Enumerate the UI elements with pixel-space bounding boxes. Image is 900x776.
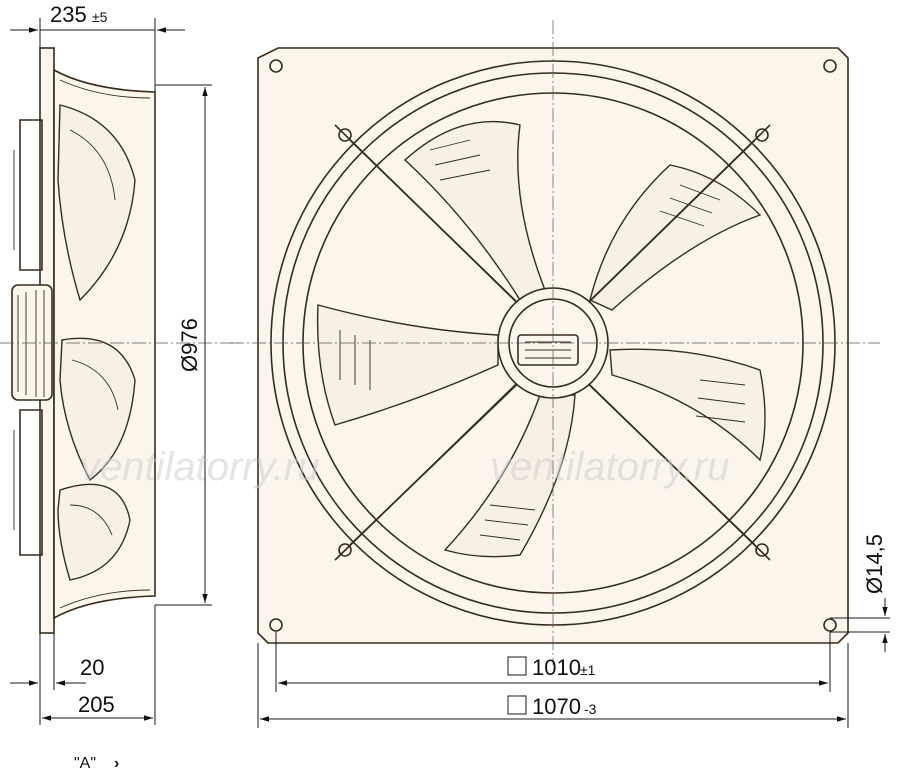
plate-size-value: 1070 — [532, 694, 581, 719]
flange-offset-value: 20 — [80, 655, 104, 680]
view-label: "A" — [74, 755, 96, 772]
dim-depth-total — [10, 18, 185, 92]
side-blade-1 — [57, 104, 136, 302]
hole-spacing-value: 1010 — [532, 655, 581, 680]
side-motor — [11, 284, 53, 401]
side-bracket-upper — [19, 119, 43, 271]
impeller-blades — [316, 120, 766, 558]
diameter-value: Ø976 — [177, 318, 202, 372]
blade-3 — [609, 348, 766, 462]
side-bracket-lower — [19, 409, 43, 556]
watermark-left: ventilatorry.ru — [80, 445, 319, 489]
hole-spacing-tolerance: ±1 — [580, 662, 596, 678]
front-view — [230, 20, 880, 665]
view-arrow: › — [114, 755, 119, 772]
depth-total-value: 235 — [50, 2, 87, 27]
dim-bottom-side — [10, 605, 156, 725]
plate-hole-bl — [269, 618, 283, 632]
side-view — [0, 47, 240, 634]
dim-hole-spacing — [275, 632, 831, 692]
blade-2 — [589, 164, 762, 311]
hole-diameter-value: Ø14,5 — [862, 534, 887, 594]
side-blade-2 — [59, 337, 136, 482]
blade-4 — [443, 394, 576, 558]
body-depth-value: 205 — [78, 692, 115, 717]
blade-1 — [403, 120, 546, 301]
dim-plate-size — [257, 643, 849, 728]
plate-hole-br — [823, 618, 837, 632]
dim-diameter — [155, 84, 212, 606]
dim-hole — [830, 598, 890, 652]
plate-hole-tr — [823, 59, 837, 73]
plate-hole-tl — [269, 59, 283, 73]
plate-size-tolerance: -3 — [584, 701, 597, 717]
depth-total-tolerance: ±5 — [92, 9, 108, 25]
blade-5 — [316, 304, 499, 426]
side-blade-3 — [57, 483, 131, 581]
watermark-right: ventilatorry.ru — [490, 445, 729, 489]
